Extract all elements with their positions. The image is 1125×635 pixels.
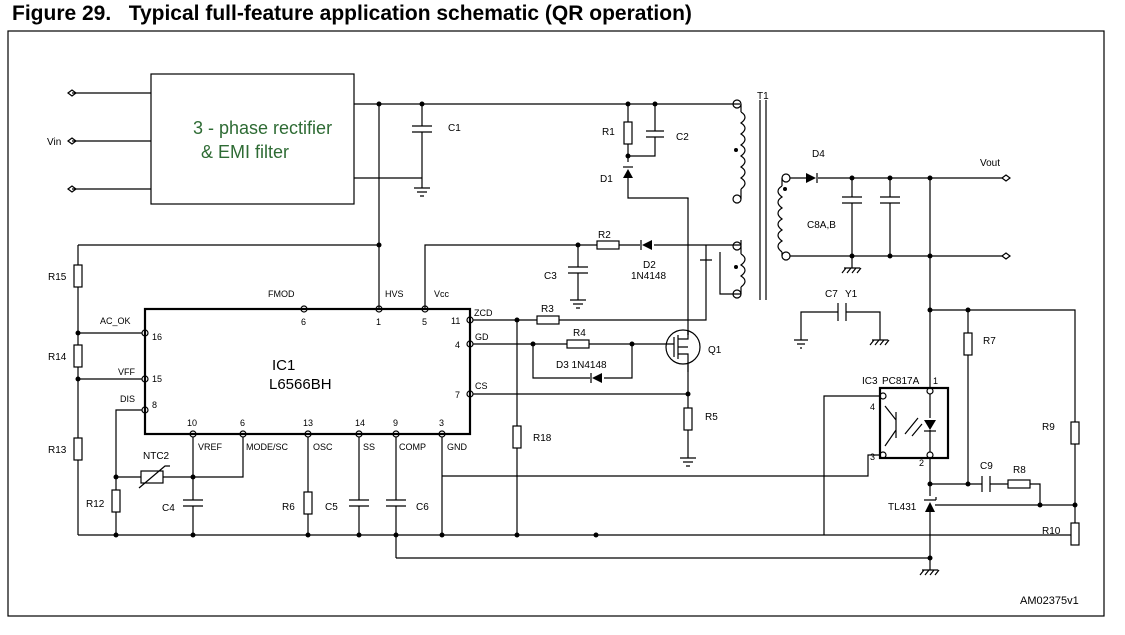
d3-label: D3 1N4148 (556, 360, 607, 371)
figure-code-label: AM02375v1 (1020, 595, 1079, 607)
tl431-label: TL431 (888, 502, 917, 513)
pin-gd-label: GD (475, 332, 489, 342)
r14-label: R14 (48, 352, 67, 363)
snubber-network (623, 104, 689, 199)
pin-vff-label: VFF (118, 367, 136, 377)
ic3-pin3-num: 3 (870, 452, 875, 462)
ic3-part-label: PC817A (882, 376, 920, 387)
c7-label: C7 (825, 289, 838, 300)
c8-label: C8A,B (807, 220, 836, 231)
pin-gnd-label: GND (447, 442, 468, 452)
c6-label: C6 (416, 502, 429, 513)
r1-label: R1 (602, 127, 615, 138)
pin-cs-label: CS (475, 381, 488, 391)
pin-11-num: 11 (451, 316, 460, 326)
q1-label: Q1 (708, 345, 722, 356)
ic3-ref-label: IC3 (862, 376, 878, 387)
rectifier-label-line2: & EMI filter (201, 142, 289, 162)
pin-vcc-label: Vcc (434, 289, 450, 299)
r8-label: R8 (1013, 465, 1026, 476)
c1-label: C1 (448, 123, 461, 134)
t1-label: T1 (757, 91, 769, 102)
r12-label: R12 (86, 499, 105, 510)
ic1-block (143, 307, 472, 436)
c4-label: C4 (162, 503, 175, 514)
d4-label: D4 (812, 149, 825, 160)
ic3-pin2-num: 2 (919, 458, 924, 468)
gate-drive (473, 329, 701, 467)
c2-label: C2 (676, 132, 689, 143)
pin-10-num: 10 (187, 418, 197, 428)
pin-comp-label: COMP (399, 442, 426, 452)
pin-osc-label: OSC (313, 442, 333, 452)
r4-label: R4 (573, 328, 586, 339)
c9-label: C9 (980, 461, 993, 472)
r2-label: R2 (598, 230, 611, 241)
c3-label: C3 (544, 271, 557, 282)
r5-label: R5 (705, 412, 718, 423)
ic3-pin4-num: 4 (870, 402, 875, 412)
pin-5-num: 5 (422, 317, 427, 327)
r7-label: R7 (983, 336, 996, 347)
pin-14-num: 14 (355, 418, 365, 428)
pin-zcd-label: ZCD (474, 308, 493, 318)
d2-label: D2 (643, 260, 656, 271)
pin-7-num: 7 (455, 390, 460, 400)
rectifier-label-line1: 3 - phase rectifier (193, 118, 332, 138)
pin-1-num: 1 (376, 317, 381, 327)
ic1-ref-label: IC1 (272, 357, 295, 374)
aux-supply (424, 240, 742, 309)
zcd-network (473, 260, 707, 535)
d2-part-label: 1N4148 (631, 271, 666, 282)
y1-label: Y1 (845, 289, 858, 300)
input-divider-network (73, 244, 1075, 558)
input-terminals (67, 89, 151, 193)
r9-label: R9 (1042, 422, 1055, 433)
figure-title: Figure 29. Typical full-feature applicat… (12, 2, 692, 25)
transformer-t1 (732, 99, 791, 300)
pin-dis-label: DIS (120, 394, 135, 404)
r15-label: R15 (48, 272, 67, 283)
pin-mode-sc-label: MODE/SC (246, 442, 289, 452)
r10-label: R10 (1042, 526, 1061, 537)
pin-6-top-num: 6 (301, 317, 306, 327)
pin-3-num: 3 (439, 418, 444, 428)
secondary-output (790, 173, 1011, 274)
d1-label: D1 (600, 174, 613, 185)
r13-label: R13 (48, 445, 67, 456)
vin-label: Vin (47, 137, 61, 148)
pin-ss-label: SS (363, 442, 375, 452)
capacitor-c7-y1 (794, 303, 890, 349)
vout-label: Vout (980, 158, 1000, 169)
pin-fmod-label: FMOD (268, 289, 295, 299)
figure-frame (7, 30, 1105, 617)
pin-ac-ok-label: AC_OK (100, 316, 131, 326)
ic3-pin1-num: 1 (933, 376, 938, 386)
pin-6-bottom-num: 6 (240, 418, 245, 428)
rectifier-block (150, 73, 355, 205)
r3-label: R3 (541, 304, 554, 315)
feedback-network (396, 178, 1080, 576)
pin-13-num: 13 (303, 418, 313, 428)
pin-8-num: 8 (152, 400, 157, 410)
ntc2-label: NTC2 (143, 451, 170, 462)
c5-label: C5 (325, 502, 338, 513)
pin-9-num: 9 (393, 418, 398, 428)
pin-4-num: 4 (455, 340, 460, 350)
dc-bus-wire (354, 103, 740, 179)
r18-label: R18 (533, 433, 552, 444)
pin-hvs-label: HVS (385, 289, 404, 299)
r6-label: R6 (282, 502, 295, 513)
pin-vref-label: VREF (198, 442, 223, 452)
pin-15-num: 15 (152, 374, 162, 384)
ic1-part-label: L6566BH (269, 376, 332, 393)
capacitor-c1 (412, 104, 432, 197)
pin-16-num: 16 (152, 332, 162, 342)
